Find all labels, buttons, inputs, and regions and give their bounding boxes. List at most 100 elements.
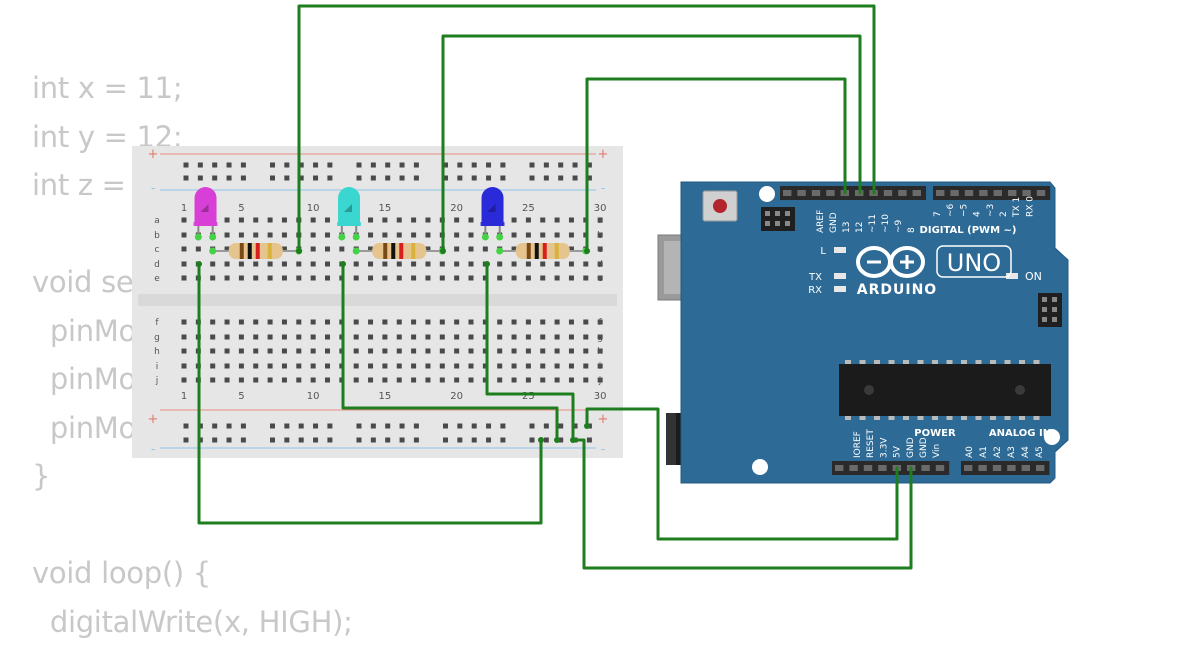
breadboard-hole — [182, 262, 187, 267]
rail-plus-label: + — [598, 412, 609, 427]
breadboard-hole — [311, 378, 316, 383]
breadboard-hole — [268, 349, 273, 354]
breadboard-hole — [282, 364, 287, 369]
breadboard-hole — [385, 424, 390, 429]
breadboard-hole — [368, 262, 373, 267]
breadboard-hole — [440, 364, 445, 369]
led-rim — [481, 222, 505, 226]
breadboard-hole — [540, 378, 545, 383]
breadboard-hole — [425, 364, 430, 369]
breadboard-hole — [583, 320, 588, 325]
breadboard-hole — [573, 176, 578, 181]
breadboard-hole — [497, 320, 502, 325]
breadboard-hole — [225, 218, 230, 223]
digital-pin-label: 2 — [999, 211, 1009, 217]
digital-pin-label: AREF — [816, 210, 826, 233]
breadboard-hole — [296, 320, 301, 325]
icsp-header-right — [1038, 293, 1062, 327]
breadboard-hole — [555, 364, 560, 369]
breadboard-hole — [284, 163, 289, 168]
breadboard-hole — [210, 349, 215, 354]
breadboard-hole — [555, 335, 560, 340]
breadboard-hole — [253, 335, 258, 340]
header-pin — [913, 190, 921, 196]
breadboard-hole — [239, 276, 244, 281]
breadboard-hole — [558, 176, 563, 181]
header-pin — [884, 190, 892, 196]
rail-plus-label: + — [148, 412, 159, 427]
breadboard-hole — [327, 176, 332, 181]
breadboard-hole — [569, 364, 574, 369]
breadboard-hole — [411, 233, 416, 238]
breadboard-hole — [397, 364, 402, 369]
chip-notch — [864, 385, 874, 395]
breadboard-hole — [182, 349, 187, 354]
breadboard-hole — [583, 276, 588, 281]
row-letter: i — [599, 362, 602, 372]
breadboard-hole — [268, 233, 273, 238]
row-letter: g — [597, 333, 603, 343]
led-pin-dot — [353, 234, 360, 241]
digital-pin-label: 4 — [973, 211, 983, 217]
breadboard-hole — [382, 276, 387, 281]
breadboard-hole — [296, 335, 301, 340]
breadboard-hole — [368, 349, 373, 354]
breadboard-hole — [282, 335, 287, 340]
digital-pin-label: ~10 — [881, 214, 891, 233]
breadboard-hole — [311, 335, 316, 340]
breadboard-hole — [411, 364, 416, 369]
column-number: 5 — [238, 203, 244, 214]
breadboard-hole — [339, 247, 344, 252]
breadboard-hole — [270, 163, 275, 168]
breadboard-hole — [555, 349, 560, 354]
chip-pin — [1005, 360, 1011, 364]
breadboard-hole — [368, 378, 373, 383]
breadboard-hole — [425, 233, 430, 238]
resistor-band — [535, 243, 539, 259]
chip-pin — [889, 416, 895, 420]
breadboard-hole — [472, 176, 477, 181]
breadboard-hole — [569, 378, 574, 383]
wire-endpoint — [340, 261, 346, 267]
breadboard-hole — [457, 163, 462, 168]
chip-pin — [889, 360, 895, 364]
breadboard-hole — [182, 218, 187, 223]
breadboard-hole — [530, 176, 535, 181]
breadboard-hole — [325, 378, 330, 383]
breadboard-hole — [382, 364, 387, 369]
breadboard-hole — [225, 320, 230, 325]
breadboard-hole — [313, 424, 318, 429]
chip-pin — [845, 360, 851, 364]
breadboard-hole — [497, 276, 502, 281]
digital-pin-label: ~3 — [986, 204, 996, 217]
breadboard-center-channel — [138, 294, 617, 306]
breadboard-hole — [454, 364, 459, 369]
column-number: 1 — [181, 203, 187, 214]
breadboard-hole — [457, 424, 462, 429]
wire-endpoint — [296, 248, 302, 254]
power-pin-label: GND — [906, 437, 916, 458]
header-pin — [1022, 465, 1030, 471]
power-pin-label: 3.3V — [879, 437, 889, 458]
breadboard-hole — [282, 378, 287, 383]
breadboard-hole — [311, 276, 316, 281]
breadboard-hole — [182, 320, 187, 325]
breadboard-hole — [296, 276, 301, 281]
breadboard-hole — [253, 262, 258, 267]
chip-pin — [1034, 360, 1040, 364]
breadboard-hole — [472, 424, 477, 429]
digital-pin-label: TX 1 — [1012, 197, 1022, 218]
header-pin — [1007, 465, 1015, 471]
breadboard-hole — [555, 378, 560, 383]
breadboard-hole — [268, 378, 273, 383]
breadboard-hole — [382, 349, 387, 354]
breadboard-hole — [457, 438, 462, 443]
chip-pin — [903, 360, 909, 364]
breadboard-hole — [512, 378, 517, 383]
header-pin — [783, 190, 791, 196]
header-pin — [1022, 190, 1030, 196]
breadboard-hole — [454, 378, 459, 383]
model-label: UNO — [947, 249, 1001, 277]
breadboard-hole — [354, 349, 359, 354]
breadboard-hole — [282, 349, 287, 354]
